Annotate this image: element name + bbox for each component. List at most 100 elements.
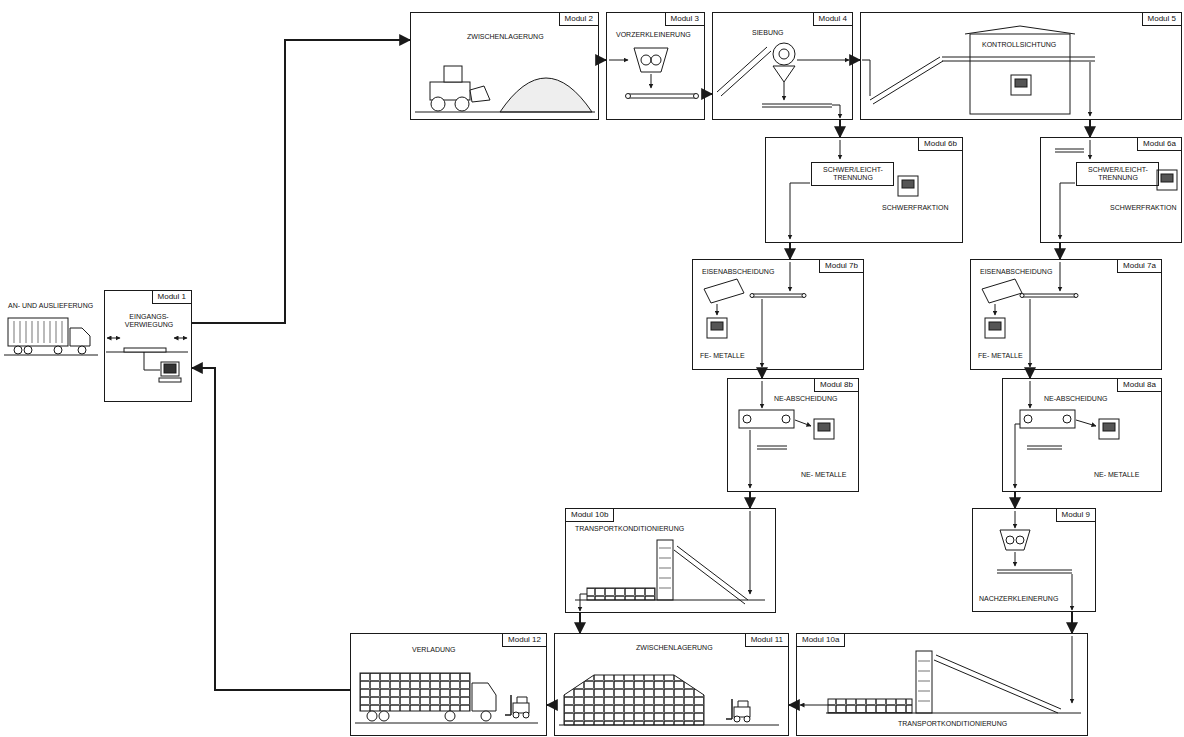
flow-arrow	[192, 40, 410, 323]
sorting-cabin	[1011, 75, 1031, 95]
pre-crusher	[641, 55, 651, 65]
pre-crusher	[609, 48, 699, 99]
flow-arrow	[1089, 120, 1091, 137]
iron-separator	[995, 304, 996, 315]
post-crusher	[1015, 511, 1016, 528]
delivery-truck	[54, 346, 62, 354]
screen-drum	[797, 60, 849, 61]
delivery-truck	[14, 321, 62, 343]
palletizer	[826, 713, 1081, 714]
iron-separator	[704, 279, 744, 303]
pre-crusher	[609, 60, 628, 61]
module-box: Modul 4 SIEBUNG	[712, 12, 853, 120]
pre-crusher	[628, 94, 696, 98]
loading-truck	[472, 683, 496, 711]
delivery-truck	[4, 355, 98, 356]
module-tag: Modul 10b	[566, 509, 614, 522]
process-label: ZWISCHENLAGERUNG	[635, 644, 714, 652]
module-box: Modul 6b SCHWERFRAKTION SCHWER/LEICHT- TRE…	[765, 137, 963, 243]
palletizer	[916, 651, 932, 713]
loading-truck	[505, 695, 529, 718]
module-tag: Modul 3	[665, 13, 704, 26]
iron-separator	[982, 279, 1022, 303]
module-box: Modul 5 KONTROLLSICHTUNG	[860, 12, 1182, 120]
crate-storage	[559, 675, 779, 725]
iron-separator	[1074, 294, 1078, 298]
module-tag: Modul 6b	[918, 138, 962, 151]
iron-separator	[985, 318, 1005, 338]
post-crusher	[1072, 574, 1073, 610]
iron-separator	[1060, 262, 1061, 291]
post-crusher	[1000, 530, 1030, 550]
module-box: Modul 8aNE-ABSCHEIDUNGNE- METALLE	[1002, 378, 1162, 492]
screen-drum	[773, 43, 795, 65]
delivery-truck	[24, 346, 32, 354]
delivery-truck	[8, 318, 68, 346]
eddy-current-separator	[1063, 415, 1071, 423]
palletizer	[587, 588, 655, 600]
screen-drum	[779, 49, 789, 59]
process-label: FE- METALLE	[699, 352, 746, 360]
module-box: Modul 9NACHZERKLEINERUNG	[972, 508, 1096, 612]
loading-truck	[355, 723, 538, 724]
module-box: Modul 7b EISENABSCHEIDUNG FE- METALLE	[692, 259, 864, 370]
heavy-light-separator	[840, 140, 841, 159]
module-tag: Modul 5	[1142, 13, 1181, 26]
eddy-current-separator	[1076, 420, 1096, 426]
module-tag: Modul 7b	[819, 260, 863, 273]
palletizer	[828, 699, 912, 713]
module-tag: Modul 8b	[814, 379, 858, 392]
screen-drum	[773, 66, 795, 82]
loader-and-pile	[455, 97, 469, 111]
heavy-light-separator	[1055, 140, 1177, 239]
flow-arrow	[853, 59, 860, 61]
loading-truck	[355, 673, 538, 723]
eddy-current-separator	[1024, 415, 1032, 423]
loader-and-pile	[415, 112, 595, 113]
flow-arrow	[761, 370, 763, 378]
process-label: SIEBUNG	[751, 29, 785, 37]
weighbridge	[124, 348, 166, 352]
process-label: SCHWERFRAKTION	[881, 204, 950, 212]
process-label: NE-ABSCHEIDUNG	[1043, 395, 1108, 403]
iron-separator	[1022, 294, 1076, 297]
weighbridge	[161, 362, 179, 376]
module-tag: Modul 10a	[797, 634, 845, 647]
eddy-current-separator	[1099, 419, 1119, 439]
loading-truck	[379, 711, 389, 721]
sorting-cabin	[862, 26, 1095, 116]
palletizer	[657, 540, 673, 600]
delivery-truck	[4, 318, 98, 355]
sorting-cabin	[942, 57, 1095, 61]
flow-arrow	[749, 492, 751, 508]
loading-truck	[367, 711, 377, 721]
module-tag: Modul 7a	[1117, 260, 1161, 273]
screen-drum	[784, 82, 785, 100]
screen-drum	[717, 43, 849, 118]
heavy-light-separator	[1157, 170, 1177, 190]
process-label: TRANSPORTKONDITIONIERUNG	[574, 525, 685, 533]
post-crusher	[1015, 552, 1016, 566]
loader-and-pile	[470, 86, 490, 102]
screen-drum	[717, 47, 771, 96]
crate-storage	[564, 675, 704, 725]
eddy-current-separator	[814, 419, 834, 439]
module-box: Modul 2ZWISCHENLAGERUNG	[410, 12, 599, 120]
iron-separator	[750, 294, 754, 298]
delivery-truck	[78, 346, 86, 354]
module-box: Modul 6aSCHWERFRAKTIONSCHWER/LEICHT- TRE…	[1040, 137, 1182, 243]
flow-arrow	[599, 59, 606, 61]
post-crusher	[1006, 536, 1014, 544]
process-label: EISENABSCHEIDUNG	[701, 268, 775, 276]
process-label: SCHWER/LEICHT- TRENNUNG	[816, 166, 890, 183]
weighbridge	[159, 378, 181, 382]
flow-arrow	[1029, 370, 1031, 378]
process-label: KONTROLLSICHTUNG	[981, 41, 1057, 49]
flow-arrow	[1071, 612, 1073, 633]
module-tag: Modul 4	[813, 13, 852, 26]
loading-truck	[445, 711, 455, 721]
iron-separator	[707, 318, 727, 338]
module-box: Modul 7aEISENABSCHEIDUNGFE- METALLE	[970, 259, 1162, 370]
